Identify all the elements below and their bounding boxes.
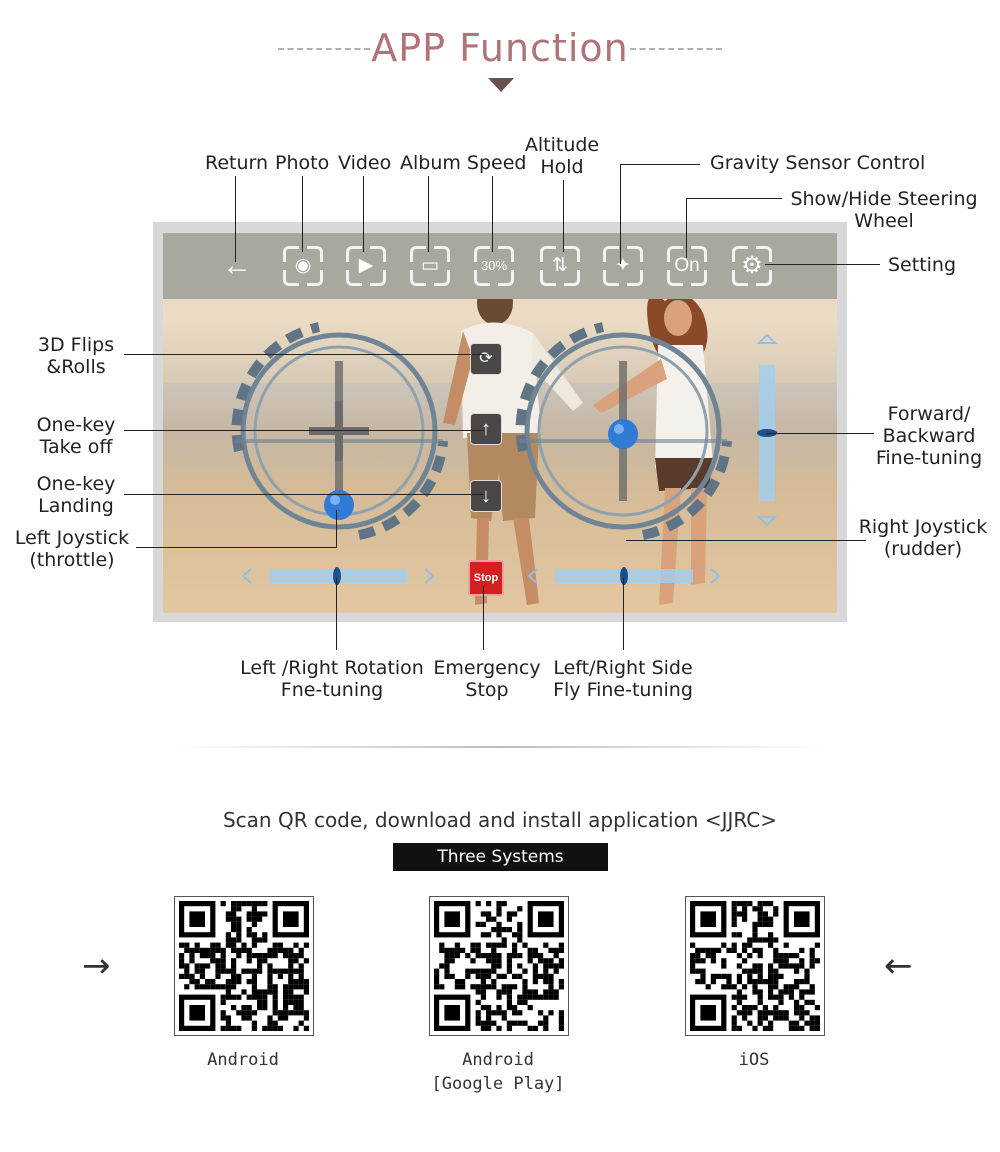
caption-ios: iOS xyxy=(738,1050,770,1070)
settings-gear-icon[interactable]: ⚙ xyxy=(732,246,772,286)
title-dash-left xyxy=(278,48,370,50)
right-joystick-ball-highlight xyxy=(614,424,624,434)
steering-toggle-icon[interactable]: On xyxy=(667,246,707,286)
rotation-trim[interactable] xyxy=(241,567,435,585)
label-right-joystick: Right Joystick (rudder) xyxy=(858,516,988,560)
qr-pattern xyxy=(434,901,564,1031)
caption-google-play: Android [Google Play] xyxy=(431,1050,565,1094)
arrow-right-icon: → xyxy=(82,946,111,986)
altitude-icon[interactable]: ⇅ xyxy=(540,246,580,286)
section-divider xyxy=(170,746,830,748)
scan-instructions: Scan QR code, download and install appli… xyxy=(222,808,778,832)
qr-pattern xyxy=(179,901,309,1031)
speed-icon[interactable]: 30% xyxy=(474,246,514,286)
arrow-up-icon[interactable]: ↑ xyxy=(470,413,502,445)
app-toolbar: ← ◉ ▶ ▭ 30% ⇅ ✦ On ⚙ xyxy=(163,233,837,299)
right-joystick[interactable] xyxy=(515,322,732,540)
gravity-sensor-icon[interactable]: ✦ xyxy=(603,246,643,286)
left-joystick-ball-highlight xyxy=(330,495,340,505)
camera-icon[interactable]: ◉ xyxy=(283,246,323,286)
label-return: Return xyxy=(205,152,269,174)
label-left-joystick: Left Joystick (throttle) xyxy=(14,527,130,571)
arrow-down-icon[interactable]: ↓ xyxy=(470,480,502,512)
arrow-left-icon: ← xyxy=(884,946,913,986)
title-dash-right xyxy=(630,48,722,50)
label-forward-backward: Forward/ Backward Fine-tuning xyxy=(875,403,983,469)
label-setting: Setting xyxy=(888,254,957,276)
forward-backward-trim[interactable] xyxy=(756,333,778,527)
qr-code-android[interactable] xyxy=(174,896,314,1036)
flip-icon[interactable]: ⟳ xyxy=(470,343,502,375)
label-photo: Photo xyxy=(275,152,330,174)
label-side-fly: Left/Right Side Fly Fine-tuning xyxy=(553,657,693,701)
label-rotation: Left /Right Rotation Fne-tuning xyxy=(240,657,424,701)
label-emergency: Emergency Stop xyxy=(433,657,541,701)
back-arrow-icon[interactable]: ← xyxy=(222,249,252,282)
side-fly-trim[interactable] xyxy=(527,567,721,585)
systems-badge: Three Systems Supported xyxy=(393,843,608,895)
label-altitude-hold: Altitude Hold xyxy=(524,134,600,178)
label-takeoff: One-key Take off xyxy=(36,414,116,458)
down-triangle-icon xyxy=(488,78,514,92)
qr-code-google-play[interactable] xyxy=(429,896,569,1036)
folder-icon[interactable]: ▭ xyxy=(410,246,450,286)
label-flips: 3D Flips &Rolls xyxy=(37,334,115,378)
label-landing: One-key Landing xyxy=(36,473,116,517)
label-video: Video xyxy=(338,152,392,174)
joystick-layer xyxy=(231,322,778,585)
label-gravity: Gravity Sensor Control xyxy=(710,152,926,174)
label-album-speed: Album Speed xyxy=(400,152,527,174)
app-screen: ← ◉ ▶ ▭ 30% ⇅ ✦ On ⚙ xyxy=(163,233,837,613)
qr-code-ios[interactable] xyxy=(685,896,825,1036)
caption-android: Android xyxy=(207,1050,279,1070)
left-joystick[interactable] xyxy=(231,322,448,540)
steering-value: On xyxy=(674,255,700,276)
video-camera-icon[interactable]: ▶ xyxy=(346,246,386,286)
label-steering: Show/Hide Steering Wheel xyxy=(790,188,978,232)
stop-icon[interactable]: Stop xyxy=(468,560,504,596)
right-joystick-ball[interactable] xyxy=(608,419,638,449)
page-title: APP Function xyxy=(371,26,629,70)
qr-pattern xyxy=(690,901,820,1031)
speed-value: 30% xyxy=(480,258,508,273)
stop-label: Stop xyxy=(473,572,499,584)
